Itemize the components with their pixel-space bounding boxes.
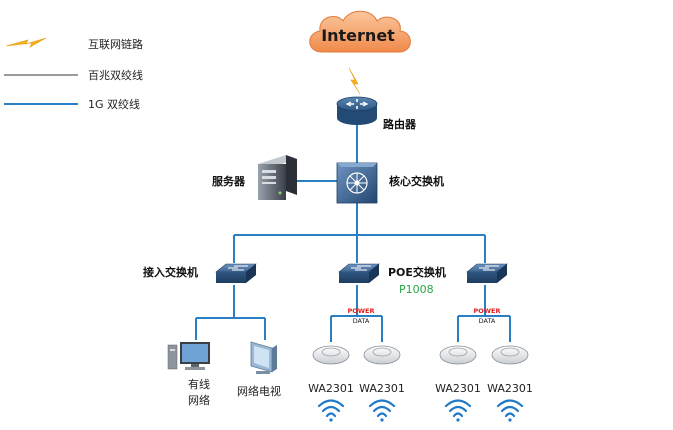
access-switch-label: 接入交换机 [143, 265, 198, 279]
wifi-signal-icon [496, 399, 524, 422]
poe-switch-node: POE交换机 P1008 POWER DATA [338, 263, 446, 325]
legend-label: 1G 双绞线 [88, 97, 140, 111]
core-switch-label: 核心交换机 [389, 174, 444, 188]
access-point-2: WA2301 [359, 345, 405, 422]
access-point-1: WA2301 [308, 345, 354, 422]
pc-node: 有线 网络 [167, 342, 210, 407]
pc-label-line1: 有线 [188, 377, 210, 391]
legend-item-fast-ethernet: 百兆双绞线 [4, 68, 143, 82]
connections [195, 67, 511, 342]
router-node: 路由器 [336, 96, 417, 131]
poe-switch-model: P1008 [399, 283, 434, 296]
cloud-icon [309, 10, 411, 53]
server-label: 服务器 [212, 174, 246, 188]
access-point-3: WA2301 [435, 345, 481, 422]
legend-item-gigabit: 1G 双绞线 [4, 97, 140, 111]
poe-switch-2-node: POWER DATA [466, 263, 508, 325]
access-point-label: WA2301 [487, 382, 533, 395]
wifi-signal-icon [368, 399, 396, 422]
access-switch-node: 接入交换机 [143, 263, 257, 283]
access-point-icon [491, 345, 529, 365]
poe2-data-label: DATA [479, 317, 496, 325]
server-icon [258, 155, 297, 200]
access-point-label: WA2301 [435, 382, 481, 395]
internet-label: Internet [321, 26, 395, 45]
access-point-label: WA2301 [308, 382, 354, 395]
legend-label: 互联网链路 [88, 37, 143, 51]
poe1-power-label: POWER [348, 307, 375, 315]
switch-icon [215, 263, 257, 283]
switch-icon [466, 263, 508, 283]
access-point-icon [312, 345, 350, 365]
poe-switch-label: POE交换机 [388, 265, 446, 279]
internet-link-bolt [348, 67, 361, 95]
router-icon [336, 96, 378, 125]
access-point-4: WA2301 [487, 345, 533, 422]
internet-node: Internet [309, 10, 411, 53]
server-node: 服务器 [212, 155, 297, 200]
legend: 互联网链路 百兆双绞线 1G 双绞线 [4, 37, 143, 111]
tv-node: 网络电视 [237, 341, 281, 398]
core-switch-node: 核心交换机 [336, 162, 444, 204]
desktop-pc-icon [167, 342, 210, 370]
legend-label: 百兆双绞线 [88, 68, 143, 82]
access-point-label: WA2301 [359, 382, 405, 395]
wifi-signal-icon [444, 399, 472, 422]
switch-icon [338, 263, 380, 283]
wifi-signal-icon [317, 399, 345, 422]
access-point-icon [363, 345, 401, 365]
legend-item-internet-link: 互联网链路 [5, 37, 143, 51]
access-point-icon [439, 345, 477, 365]
lightning-bolt-icon [5, 37, 47, 48]
router-label: 路由器 [383, 117, 417, 131]
core-switch-icon [336, 162, 378, 204]
tv-label: 网络电视 [237, 384, 281, 398]
pc-label-line2: 网络 [188, 393, 210, 407]
poe2-power-label: POWER [474, 307, 501, 315]
network-tv-icon [250, 341, 277, 374]
poe1-data-label: DATA [353, 317, 370, 325]
